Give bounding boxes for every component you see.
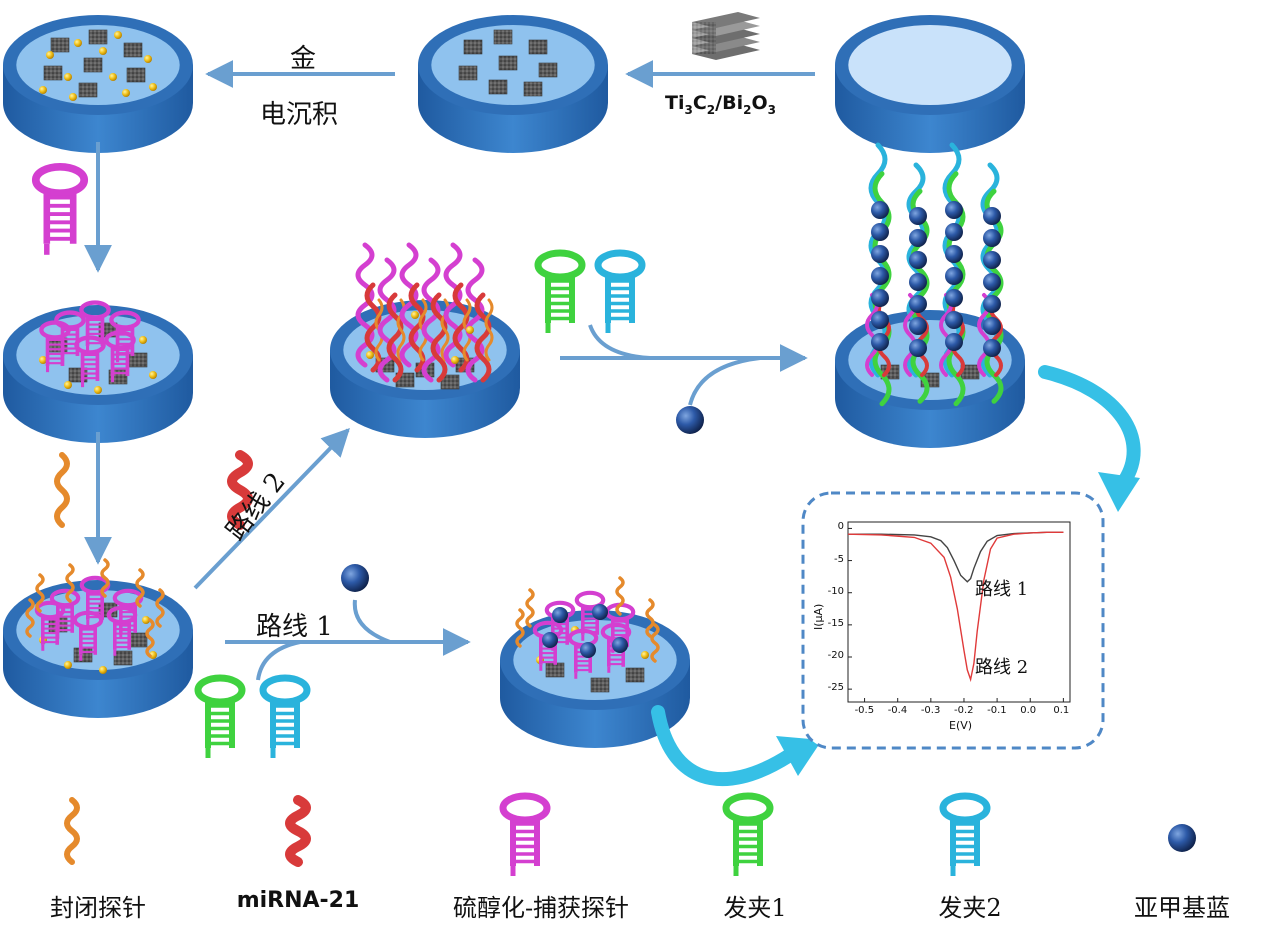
chart-xlabel: E(V)	[949, 719, 973, 732]
legend-hairpin2-icon	[939, 792, 991, 876]
chart-annotation-route1: 路线 1	[975, 579, 1029, 600]
legend-mirna: miRNA-21	[236, 888, 360, 913]
gold-electrode	[3, 15, 193, 153]
chart-annotation-route2: 路线 2	[975, 657, 1029, 678]
cyan-flow-arrows	[651, 365, 1141, 786]
chart-xtick-label: -0.1	[987, 705, 1007, 716]
legend-blocking-probe-icon	[64, 797, 80, 865]
capture-probe-electrode	[3, 300, 193, 443]
legend-blocking-probe: 封闭探针	[50, 894, 146, 922]
chart-ytick-label: -15	[827, 617, 844, 629]
chart-ytick-label: -5	[834, 553, 844, 565]
process-arrows	[84, 60, 815, 681]
hairpin1-route2	[534, 249, 586, 333]
chart-ytick-label: 0	[837, 521, 844, 533]
legend-methylene-blue-icon	[1168, 824, 1196, 852]
legend-hairpin1: 发夹1	[723, 894, 787, 922]
route1-product-electrode	[500, 576, 690, 748]
chart-xtick-label: -0.5	[854, 705, 875, 716]
ti3c2-stack-icon	[692, 12, 760, 60]
mirna-floating	[227, 450, 253, 530]
chart-ytick-label: -25	[827, 682, 844, 694]
legend-capture-probe-icon	[499, 792, 551, 876]
chart-series-2	[847, 531, 1064, 683]
legend-hairpin2: 发夹2	[938, 894, 1002, 922]
chart-xtick-label: -0.4	[887, 705, 908, 716]
route2-mirna-electrode	[330, 242, 520, 438]
chart-xtick-label: 0.0	[1020, 705, 1037, 716]
label-material: Ti3C2/Bi2O3	[665, 92, 776, 117]
bare-electrode	[835, 15, 1025, 153]
chart-xtick-label: 0.1	[1053, 705, 1070, 716]
chart-ytick-label: -20	[827, 650, 844, 661]
capture-probe-floating	[31, 162, 89, 255]
chart-xtick-label: -0.2	[953, 705, 974, 716]
chart-xtick-label: -0.3	[920, 705, 941, 716]
chart-ytick-label: -10	[827, 585, 844, 597]
chart-plot-area	[847, 521, 1071, 703]
label-gold: 金	[290, 44, 317, 74]
chart-series	[847, 531, 1064, 683]
hairpin2-route2	[594, 249, 646, 333]
methylene-blue-route1	[341, 564, 369, 592]
hairpin2-route1	[259, 674, 311, 758]
blocked-electrode	[3, 558, 193, 718]
ti3c2-bi2o3-electrode	[418, 15, 608, 153]
dpv-chart-inset	[801, 491, 1105, 750]
legend-hairpin1-icon	[722, 792, 774, 876]
label-route1: 路线 1	[256, 612, 333, 642]
legend-methylene-blue: 亚甲基蓝	[1134, 894, 1230, 922]
hairpin1-route1	[194, 674, 246, 758]
route2-hca-electrode	[835, 142, 1025, 448]
label-electrodeposition: 电沉积	[260, 100, 339, 130]
blocking-probe-floating	[54, 452, 70, 528]
chart-ticks	[848, 527, 1064, 702]
legend-capture-probe: 硫醇化-捕获探针	[452, 894, 630, 922]
methylene-blue-route2	[676, 406, 704, 434]
legend-mirna-icon	[285, 795, 311, 867]
